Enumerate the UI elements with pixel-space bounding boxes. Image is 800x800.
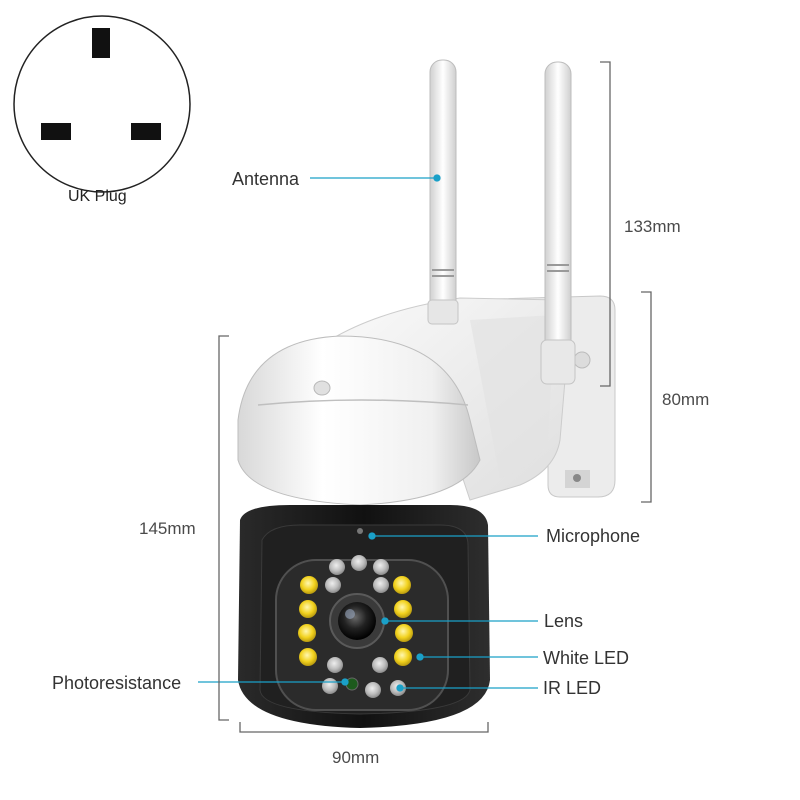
ir-led-label: IR LED	[543, 678, 602, 698]
white-led-label: White LED	[543, 648, 630, 668]
ir-led-array	[322, 555, 406, 698]
camera-lens	[329, 593, 385, 649]
microphone-label: Microphone	[546, 526, 641, 546]
body-width-label: 90mm	[332, 748, 380, 767]
led-array	[298, 555, 413, 698]
body-height-label: 145mm	[139, 519, 196, 538]
antenna-right	[540, 61, 576, 385]
dimension-lines	[218, 61, 652, 733]
uk-plug-icon	[13, 15, 191, 193]
antenna-label: Antenna	[232, 169, 300, 189]
antenna-left	[427, 59, 459, 325]
antenna-height-label: 133mm	[624, 217, 681, 236]
uk-plug-caption: UK Plug	[68, 188, 127, 205]
white-led-array	[298, 576, 413, 666]
photoresistance-label: Photoresistance	[52, 673, 182, 693]
lens-label: Lens	[544, 611, 584, 631]
callout-lines	[198, 174, 538, 692]
wall-bracket	[459, 295, 616, 498]
camera-dome	[237, 335, 481, 506]
bracket-height-label: 80mm	[662, 390, 710, 409]
